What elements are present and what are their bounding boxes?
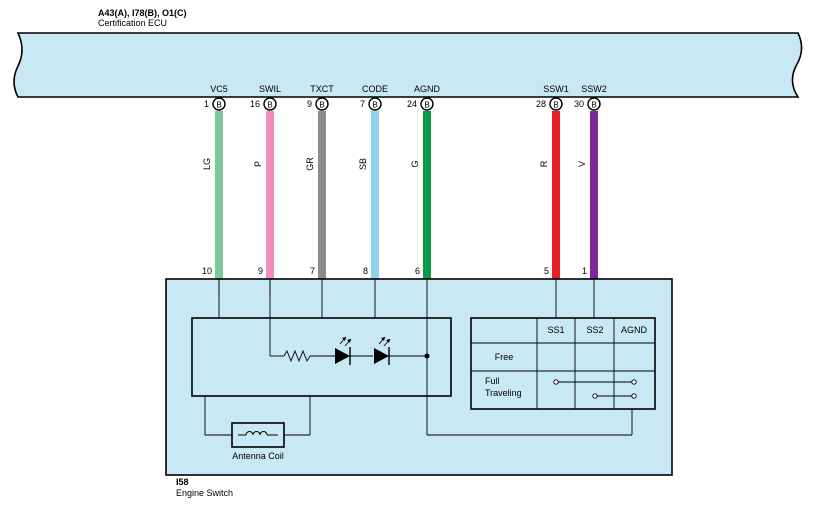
- switch-pin-ssw2: 1: [582, 266, 587, 276]
- connector-circle-ssw2: [587, 97, 601, 111]
- connector-circle-swil: [263, 97, 277, 111]
- connector-letter-code: B: [372, 101, 377, 110]
- ecu-connectors-label: A43(A), I78(B), O1(C): [98, 8, 187, 18]
- signal-label-vc5: VC5: [210, 84, 228, 94]
- ecu-pin-txct: 9: [307, 99, 312, 109]
- connector-letter-ssw1: B: [553, 101, 558, 110]
- color-code-vc5: LG: [202, 158, 212, 170]
- connector-letter-txct: B: [319, 101, 324, 110]
- ecu-pin-agnd: 24: [407, 99, 417, 109]
- led-2-icon: [374, 336, 391, 365]
- connector-circle-ssw1: [549, 97, 563, 111]
- signal-label-ssw1: SSW1: [543, 84, 569, 94]
- connector-letter-ssw2: B: [591, 101, 596, 110]
- ecu-pin-vc5: 1: [204, 99, 209, 109]
- connector-letter-vc5: B: [216, 101, 221, 110]
- connector-circle-code: [368, 97, 382, 111]
- table-row-full-line2: Traveling: [485, 388, 522, 398]
- table-row-free: Free: [495, 352, 514, 362]
- engine-switch-id: I58: [176, 477, 189, 487]
- switch-pin-code: 8: [363, 266, 368, 276]
- switch-pin-ssw1: 5: [544, 266, 549, 276]
- wire-code: [371, 111, 379, 279]
- wire-txct: [318, 111, 326, 279]
- wire-ssw1: [552, 111, 560, 279]
- coil-icon: [238, 431, 278, 436]
- connector-circle-agnd: [420, 97, 434, 111]
- antenna-coil-label: Antenna Coil: [232, 451, 284, 461]
- led-1-icon: [335, 336, 352, 365]
- junction-dot: [424, 353, 430, 359]
- color-code-ssw1: R: [539, 160, 549, 167]
- wire-swil: [266, 111, 274, 279]
- connector-circle-vc5: [212, 97, 226, 111]
- switch-pin-agnd: 6: [415, 266, 420, 276]
- led-circuit-block: [191, 317, 452, 397]
- antenna-coil-box: [231, 422, 285, 448]
- ecu-pin-swil: 16: [250, 99, 260, 109]
- engine-switch-name: Engine Switch: [176, 488, 233, 498]
- internal-wiring: [204, 279, 633, 436]
- switch-pin-txct: 7: [310, 266, 315, 276]
- connector-letter-swil: B: [267, 101, 272, 110]
- signal-label-swil: SWIL: [259, 84, 281, 94]
- color-code-txct: GR: [305, 157, 315, 171]
- color-code-code: SB: [358, 158, 368, 170]
- signal-label-code: CODE: [362, 84, 388, 94]
- switch-pin-vc5: 10: [202, 266, 212, 276]
- engine-switch-body: [165, 278, 673, 476]
- table-header-ss2: SS2: [586, 325, 603, 335]
- color-code-ssw2: V: [577, 161, 587, 167]
- ecu-body: [13, 32, 803, 98]
- ecu-pin-ssw2: 30: [574, 99, 584, 109]
- wire-vc5: [215, 111, 223, 279]
- ecu-name: Certification ECU: [98, 18, 167, 28]
- ecu-pin-code: 7: [360, 99, 365, 109]
- table-header-agnd: AGND: [621, 325, 648, 335]
- switch-state-table: SS1 SS2 AGND Free Full Traveling: [470, 317, 656, 410]
- ecu-pin-ssw1: 28: [536, 99, 546, 109]
- table-row-full-line1: Full: [485, 376, 500, 386]
- signal-label-agnd: AGND: [414, 84, 441, 94]
- wire-ssw2: [590, 111, 598, 279]
- color-code-swil: P: [253, 161, 263, 167]
- signal-label-txct: TXCT: [310, 84, 334, 94]
- switch-pin-swil: 9: [258, 266, 263, 276]
- table-header-ss1: SS1: [547, 325, 564, 335]
- wires-group: VC51BLG10VC5SWIL16BP9SWILTXCT9BGR7TXCTCO…: [202, 84, 615, 294]
- connector-letter-agnd: B: [424, 101, 429, 110]
- signal-label-ssw2: SSW2: [581, 84, 607, 94]
- connector-circle-txct: [315, 97, 329, 111]
- color-code-agnd: G: [410, 160, 420, 167]
- wire-agnd: [423, 111, 431, 279]
